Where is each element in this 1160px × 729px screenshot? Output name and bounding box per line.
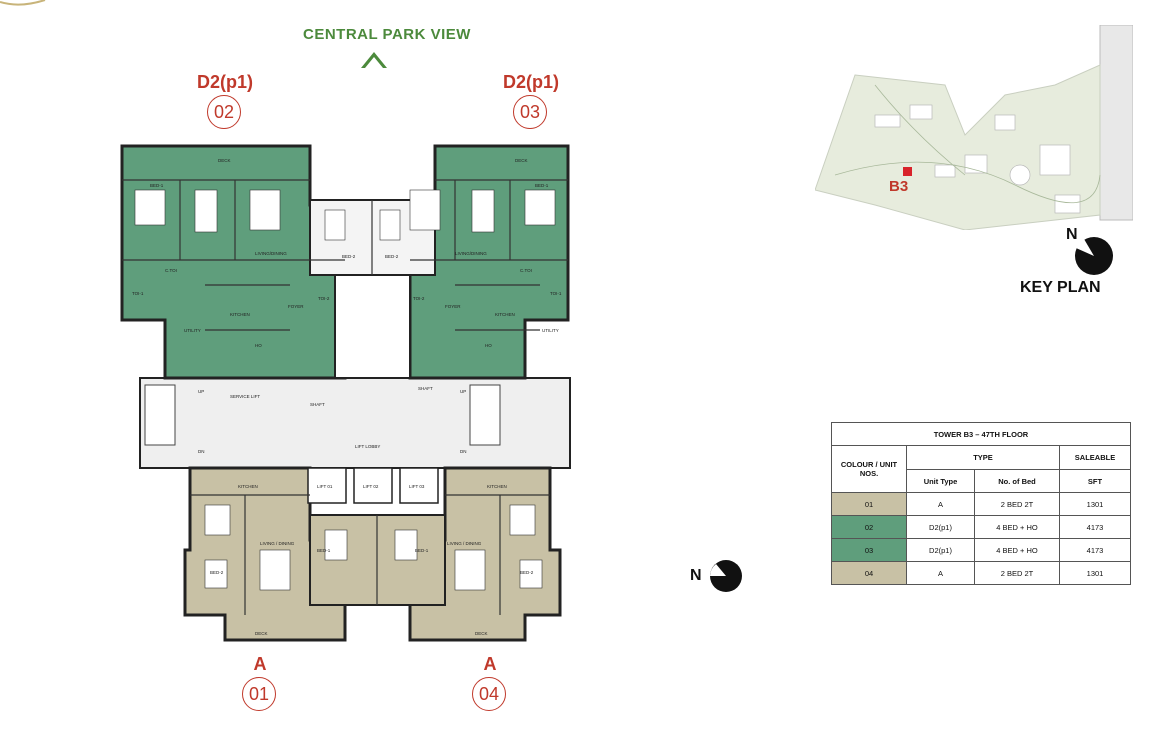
- label-utility-02: UTILITY: [184, 328, 201, 333]
- unit-03-number: 03: [513, 95, 547, 129]
- label-lift-01: LIFT 01: [317, 484, 333, 489]
- area-table: TOWER B3 – 47TH FLOOR COLOUR / UNIT NOS.…: [831, 422, 1131, 585]
- row-beds: 2 BED 2T: [974, 492, 1060, 516]
- unit-02-number: 02: [207, 95, 241, 129]
- lift-01: [307, 467, 347, 504]
- core-void: [334, 274, 411, 379]
- area-table-title: TOWER B3 – 47TH FLOOR: [831, 422, 1131, 446]
- label-living-04: LIVING / DINING: [447, 541, 482, 546]
- key-plan-north-label: N: [1066, 226, 1078, 243]
- table-row: 02 D2(p1) 4 BED + HO 4173: [831, 515, 1131, 539]
- unit-01-type: A: [253, 654, 267, 674]
- label-toi-02: TOI-1: [132, 291, 144, 296]
- label-deck-01: DECK: [255, 631, 268, 636]
- stair-left: [144, 384, 176, 446]
- label-ho-02: HO: [255, 343, 262, 348]
- label-shaft: SHAFT: [310, 402, 325, 407]
- row-sft: 1301: [1059, 561, 1131, 585]
- logo-fragment: [0, 0, 46, 6]
- label-bed2-right: BED-2: [385, 254, 399, 259]
- row-unit-type: A: [906, 492, 975, 516]
- row-unit-no: 02: [831, 515, 907, 539]
- lift-03: [399, 467, 439, 504]
- unit-01-number: 01: [242, 677, 276, 711]
- label-bed1-02: BED-1: [150, 183, 164, 188]
- row-sft: 4173: [1059, 515, 1131, 539]
- row-unit-type: A: [906, 561, 975, 585]
- col-type-header: TYPE: [906, 445, 1060, 470]
- row-beds: 4 BED + HO: [974, 538, 1060, 562]
- label-toi2-left: TOI-2: [318, 296, 330, 301]
- label-ctoi-02: C.TOI: [165, 268, 177, 273]
- label-bed2-01: BED-2: [210, 570, 224, 575]
- row-sft: 1301: [1059, 492, 1131, 516]
- floor-plan: BED-1 LIVING/DINING KITCHEN DECK BED-1 L…: [120, 144, 571, 642]
- label-bed1-04: BED-1: [415, 548, 429, 553]
- central-park-view-label: CENTRAL PARK VIEW: [303, 26, 471, 43]
- label-dn-right: DN: [460, 449, 467, 454]
- row-beds: 2 BED 2T: [974, 561, 1060, 585]
- label-kitchen-02: KITCHEN: [230, 312, 250, 317]
- label-dn-left: DN: [198, 449, 205, 454]
- label-bed2-left: BED-2: [342, 254, 356, 259]
- key-plan-label: KEY PLAN: [1020, 279, 1101, 296]
- table-row: 04 A 2 BED 2T 1301: [831, 561, 1131, 585]
- label-living-01: LIVING / DINING: [260, 541, 295, 546]
- row-unit-no: 04: [831, 561, 907, 585]
- col-unit-type-header: Unit Type: [906, 469, 975, 493]
- label-foyer-02: FOYER: [288, 304, 304, 309]
- label-bed2-04: BED-2: [520, 570, 534, 575]
- label-kitchen-01: KITCHEN: [238, 484, 258, 489]
- row-beds: 4 BED + HO: [974, 515, 1060, 539]
- compass-north-label: N: [690, 567, 702, 584]
- lift-02: [353, 467, 393, 504]
- compass-icon: [710, 560, 742, 592]
- label-shaft-right: SHAFT: [418, 386, 433, 391]
- label-living-03: LIVING/DINING: [455, 251, 487, 256]
- unit-03-type: D2(p1): [502, 72, 559, 92]
- label-bed1-03: BED-1: [535, 183, 549, 188]
- label-up-left: UP: [198, 389, 204, 394]
- label-deck-02: DECK: [218, 158, 231, 163]
- label-toi2-right: TOI-2: [413, 296, 425, 301]
- col-beds-header: No. of Bed: [974, 469, 1060, 493]
- label-lift-03: LIFT 03: [409, 484, 425, 489]
- row-unit-type: D2(p1): [906, 515, 975, 539]
- label-utility-03: UTILITY: [542, 328, 559, 333]
- label-deck-03: DECK: [515, 158, 528, 163]
- row-unit-no: 03: [831, 538, 907, 562]
- table-row: 03 D2(p1) 4 BED + HO 4173: [831, 538, 1131, 562]
- key-plan-tower-label: B3: [889, 178, 909, 195]
- label-lift-lobby: LIFT LOBBY: [355, 444, 380, 449]
- unit-04-number: 04: [472, 677, 506, 711]
- stair-right: [469, 384, 501, 446]
- col-unit-header: COLOUR / UNIT NOS.: [831, 445, 907, 493]
- row-unit-type: D2(p1): [906, 538, 975, 562]
- label-kitchen-03: KITCHEN: [495, 312, 515, 317]
- key-plan-map: [815, 25, 1133, 230]
- row-sft: 4173: [1059, 538, 1131, 562]
- col-sft-header: SFT: [1059, 469, 1131, 493]
- unit-02-type: D2(p1): [196, 72, 253, 92]
- label-toi-03: TOI-1: [550, 291, 562, 296]
- label-up-right: UP: [460, 389, 466, 394]
- lift-lobby-area: [139, 377, 571, 469]
- label-living-02: LIVING/DINING: [255, 251, 287, 256]
- key-plan-compass-icon: [1075, 237, 1113, 275]
- label-service-lift: SERVICE LIFT: [230, 394, 260, 399]
- label-ho-03: HO: [485, 343, 492, 348]
- table-row: 01 A 2 BED 2T 1301: [831, 492, 1131, 516]
- label-deck-04: DECK: [475, 631, 488, 636]
- row-unit-no: 01: [831, 492, 907, 516]
- label-lift-02: LIFT 02: [363, 484, 379, 489]
- label-kitchen-04: KITCHEN: [487, 484, 507, 489]
- col-saleable-header: SALEABLE: [1059, 445, 1131, 470]
- label-foyer-03: FOYER: [445, 304, 461, 309]
- view-arrow-icon: [361, 52, 387, 68]
- label-bed1-01: BED-1: [317, 548, 331, 553]
- unit-04-type: A: [483, 654, 497, 674]
- label-ctoi-03: C.TOI: [520, 268, 532, 273]
- b3-marker: [903, 167, 912, 176]
